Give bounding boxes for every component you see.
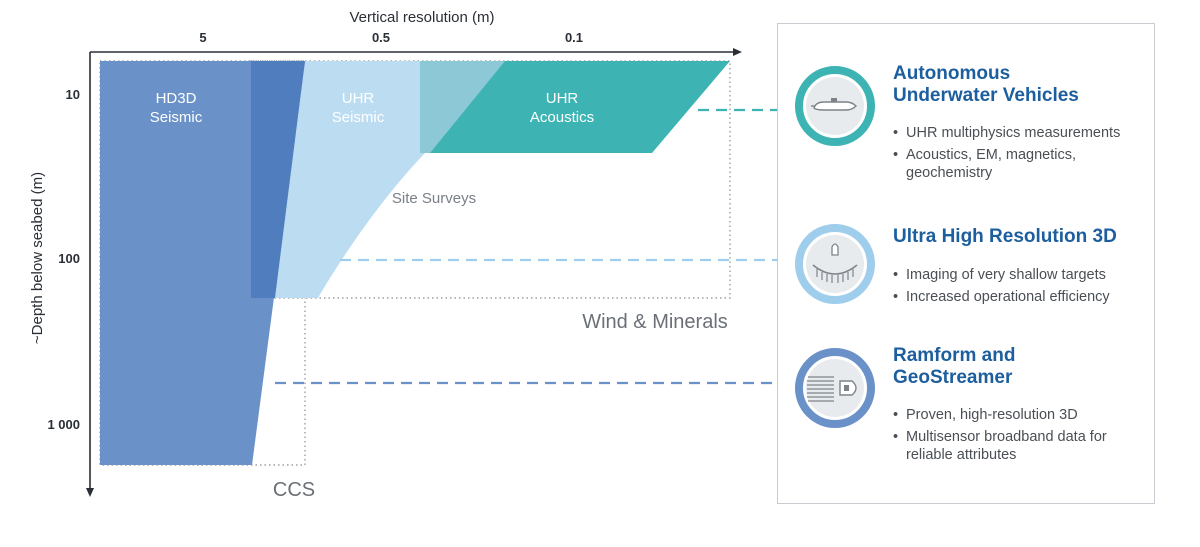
x-axis-title: Vertical resolution (m) bbox=[349, 9, 494, 26]
auv-bullet-list: UHR multiphysics measurements Acoustics,… bbox=[893, 124, 1148, 186]
x-axis-arrow-icon bbox=[733, 48, 742, 56]
y-axis-arrow-icon bbox=[86, 488, 94, 497]
uhr3d-icon bbox=[795, 224, 875, 304]
uhr3d-title: Ultra High Resolution 3D bbox=[893, 226, 1117, 247]
x-tick-label: 0.1 bbox=[565, 30, 583, 45]
list-item: Acoustics, EM, magnetics, geochemistry bbox=[893, 146, 1148, 182]
y-axis-title: ~Depth below seabed (m) bbox=[29, 172, 46, 344]
list-item: Proven, high-resolution 3D bbox=[893, 406, 1148, 424]
resolution-depth-diagram: Vertical resolution (m) ~Depth below sea… bbox=[29, 9, 777, 501]
list-item: Multisensor broadband data for reliable … bbox=[893, 428, 1148, 464]
ramform-icon bbox=[795, 348, 875, 428]
auv-icon bbox=[795, 66, 875, 146]
uhr-acoustics-region bbox=[420, 61, 730, 153]
ramform-bullet-list: Proven, high-resolution 3D Multisensor b… bbox=[893, 406, 1148, 468]
list-item: UHR multiphysics measurements bbox=[893, 124, 1148, 142]
y-tick-label: 100 bbox=[58, 251, 80, 266]
hd3d-overlap-region bbox=[251, 61, 305, 298]
wind-minerals-label: Wind & Minerals bbox=[582, 311, 728, 333]
x-tick-label: 0.5 bbox=[372, 30, 390, 45]
site-surveys-label: Site Surveys bbox=[392, 190, 476, 207]
ccs-label: CCS bbox=[273, 479, 315, 501]
overlap-region bbox=[420, 61, 505, 153]
y-tick-label: 1 000 bbox=[47, 417, 80, 432]
list-item: Increased operational efficiency bbox=[893, 288, 1148, 306]
x-tick-label: 5 bbox=[199, 30, 206, 45]
uhr3d-bullet-list: Imaging of very shallow targets Increase… bbox=[893, 266, 1148, 310]
list-item: Imaging of very shallow targets bbox=[893, 266, 1148, 284]
y-tick-label: 10 bbox=[66, 87, 80, 102]
